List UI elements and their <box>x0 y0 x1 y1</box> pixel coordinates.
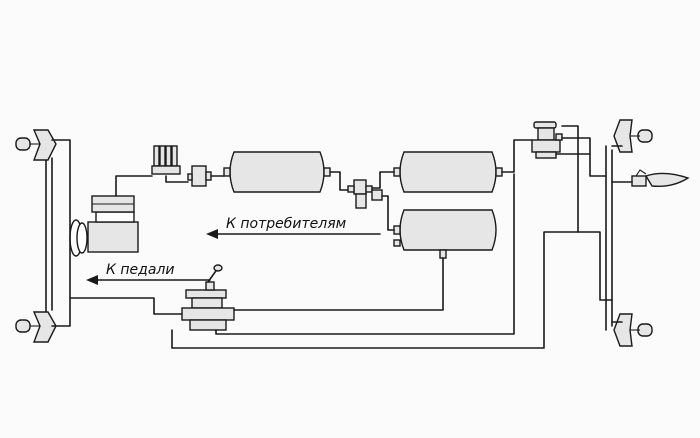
front-left-bottom-brake-chamber <box>15 311 57 343</box>
pressure-regulator <box>151 145 181 175</box>
piping <box>51 125 633 349</box>
right-axle <box>605 145 613 331</box>
left-axle <box>45 149 53 319</box>
arrow-to-pedal <box>86 275 211 285</box>
rear-right-top-brake-chamber <box>613 119 653 153</box>
label-to-pedal: К педали <box>106 262 174 278</box>
compressor <box>69 195 139 257</box>
front-left-top-brake-chamber <box>15 129 57 161</box>
rear-right-bottom-brake-chamber <box>613 313 653 347</box>
double-check-valve <box>347 179 383 209</box>
label-to-consumers: К потребителям <box>226 216 347 232</box>
check-valve <box>187 165 212 187</box>
trailer-brake-valve <box>531 121 563 159</box>
arrow-to-consumers <box>206 229 381 239</box>
air-tank-1 <box>223 151 331 193</box>
brake-valve <box>181 264 235 331</box>
coupling-head <box>631 169 690 188</box>
air-tank-2 <box>393 151 503 193</box>
air-tank-3 <box>393 209 497 259</box>
